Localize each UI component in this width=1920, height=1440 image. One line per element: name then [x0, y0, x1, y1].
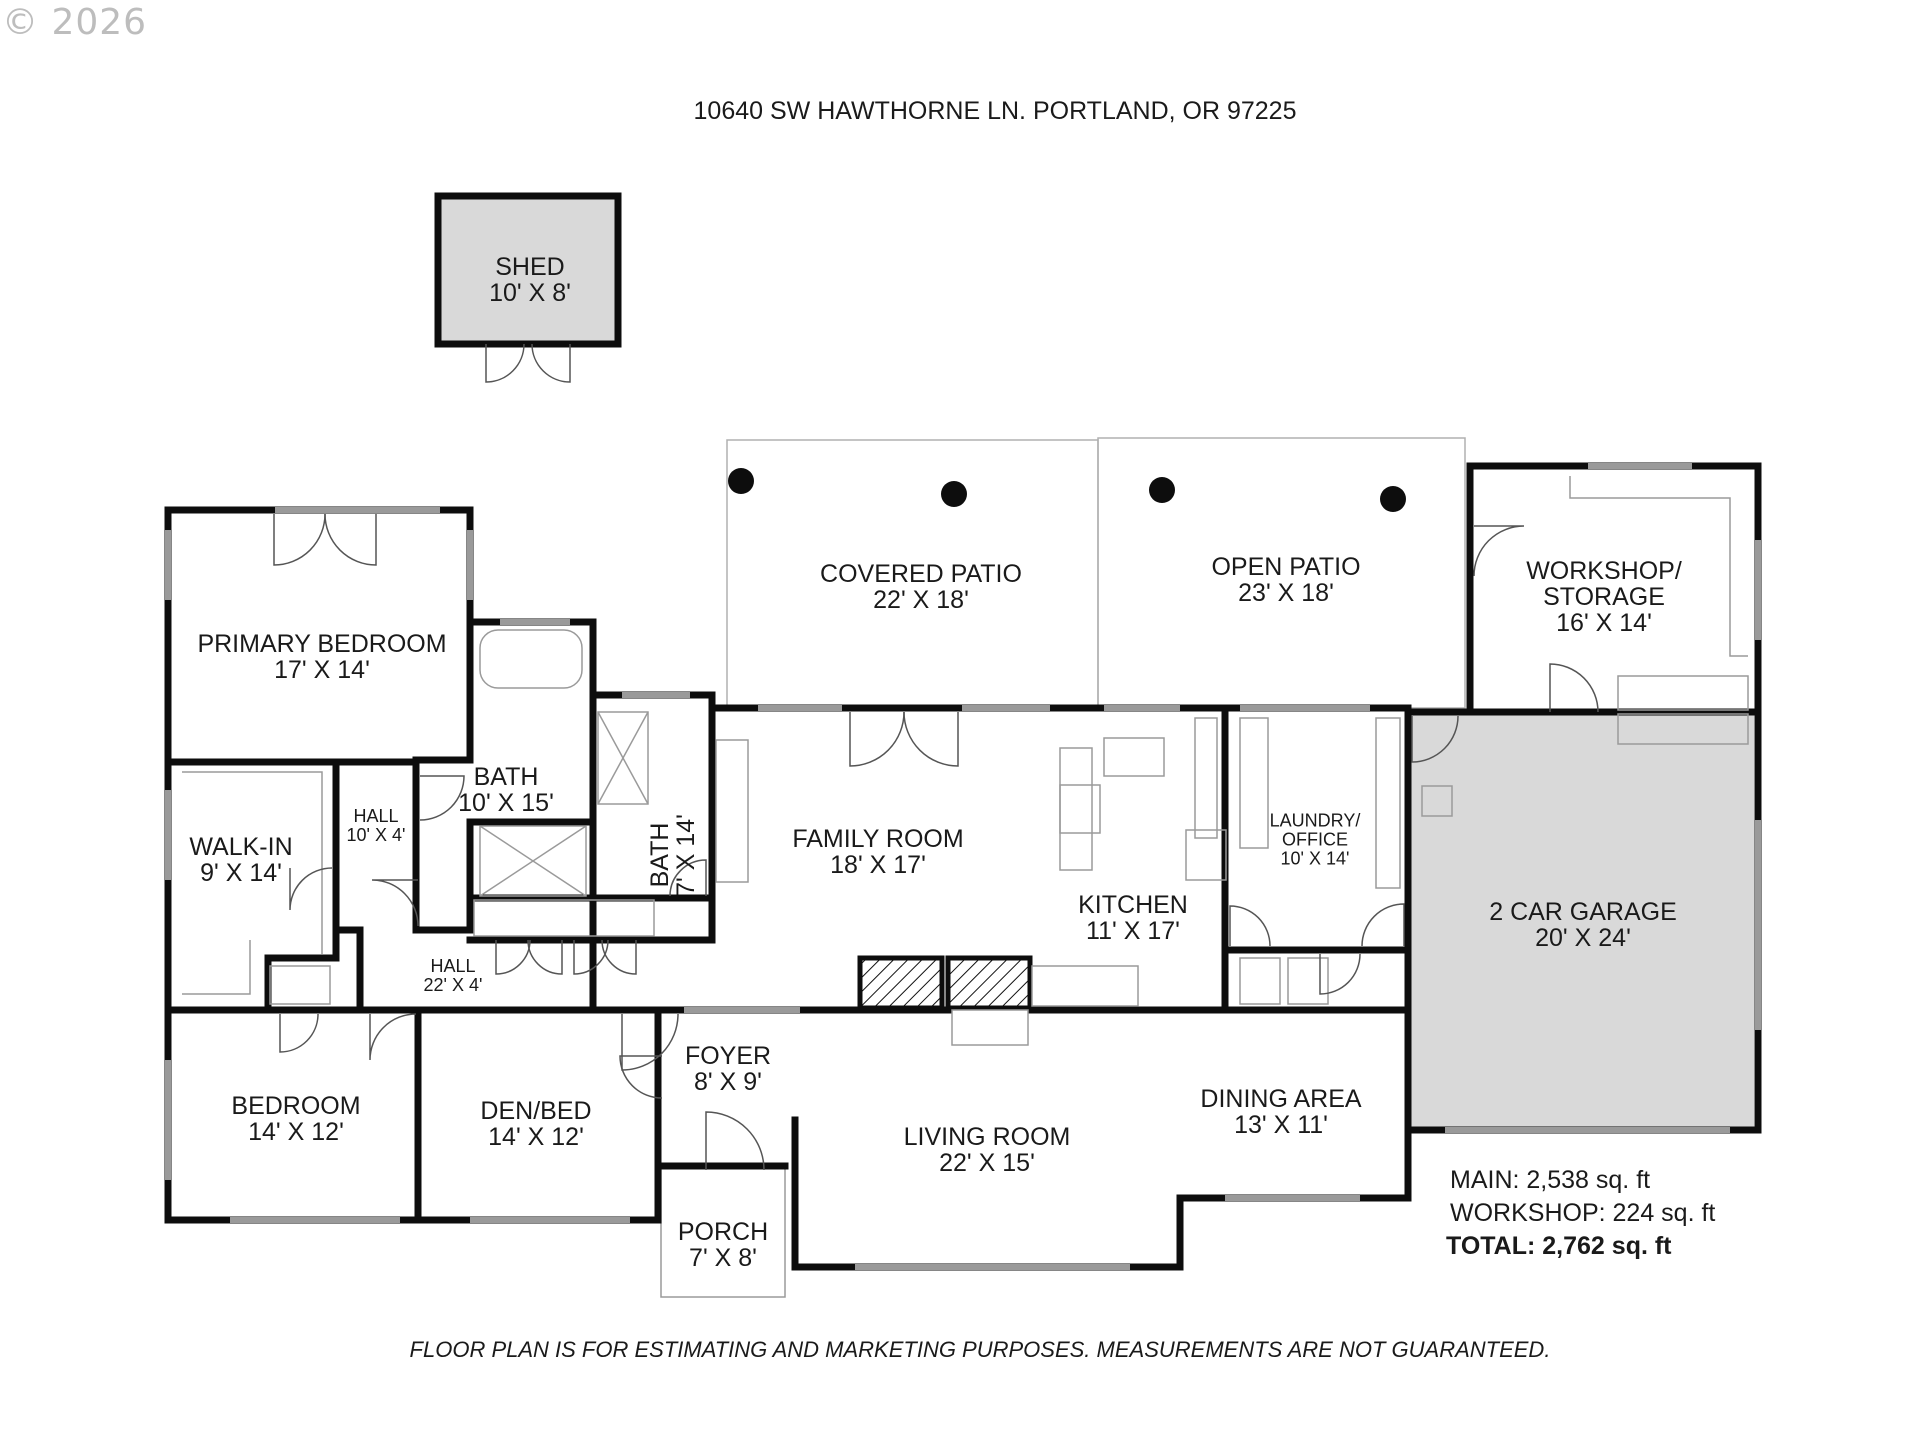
room-name: BATH — [646, 822, 674, 888]
room-dims: 22' X 18' — [873, 586, 969, 614]
label-covered-patio: COVERED PATIO 22' X 18' — [820, 561, 1022, 613]
room-dims: 17' X 14' — [274, 656, 370, 684]
windows — [165, 463, 1761, 1270]
room-name-2: STORAGE — [1543, 583, 1665, 611]
label-garage: 2 CAR GARAGE 20' X 24' — [1489, 899, 1677, 951]
label-family-room: FAMILY ROOM 18' X 17' — [792, 826, 963, 878]
label-porch: PORCH 7' X 8' — [678, 1219, 768, 1271]
room-name-2: OFFICE — [1281, 829, 1348, 850]
room-name: DINING AREA — [1200, 1085, 1362, 1113]
room-name: WORKSHOP/ — [1526, 557, 1682, 585]
workshop-sqft: WORKSHOP: 224 sq. ft — [1450, 1199, 1716, 1227]
room-name: HALL — [353, 806, 399, 826]
fireplace-right — [945, 955, 1033, 1011]
label-bedroom: BEDROOM 14' X 12' — [231, 1093, 360, 1145]
room-name: HALL — [430, 956, 476, 976]
disclaimer-text: FLOOR PLAN IS FOR ESTIMATING AND MARKETI… — [409, 1337, 1551, 1362]
room-name: PRIMARY BEDROOM — [197, 630, 447, 658]
patio-posts — [728, 468, 1406, 512]
room-name: BATH — [473, 763, 539, 791]
label-foyer: FOYER 8' X 9' — [685, 1043, 771, 1095]
square-footage-summary: MAIN: 2,538 sq. ft WORKSHOP: 224 sq. ft … — [1446, 1164, 1716, 1263]
room-name: FOYER — [684, 1042, 772, 1070]
label-living-room: LIVING ROOM 22' X 15' — [904, 1124, 1071, 1176]
total-sqft: TOTAL: 2,762 sq. ft — [1446, 1232, 1672, 1260]
room-dims: 7' X 14' — [672, 814, 700, 896]
room-dims: 23' X 18' — [1238, 579, 1334, 607]
label-shed: SHED 10' X 8' — [489, 254, 571, 306]
property-address: 10640 SW HAWTHORNE LN. PORTLAND, OR 9722… — [693, 97, 1297, 125]
garage-fill — [1408, 712, 1754, 1130]
shed-fill — [439, 197, 617, 343]
fireplace-hearth — [951, 1009, 1029, 1046]
label-kitchen: KITCHEN 11' X 17' — [1078, 892, 1188, 944]
room-name: COVERED PATIO — [820, 560, 1022, 588]
fireplace-left — [857, 955, 945, 1011]
label-dining-area: DINING AREA 13' X 11' — [1200, 1086, 1361, 1138]
copyright-text: © 2026 — [2, 2, 148, 43]
label-bath-main: BATH 10' X 15' — [458, 764, 554, 816]
label-den: DEN/BED 14' X 12' — [480, 1098, 591, 1150]
room-name: LIVING ROOM — [903, 1123, 1071, 1151]
room-dims: 10' X 14' — [1280, 848, 1350, 869]
room-dims: 7' X 8' — [689, 1244, 757, 1272]
room-name: OPEN PATIO — [1211, 553, 1361, 581]
room-dims: 16' X 14' — [1556, 609, 1652, 637]
fixtures — [182, 476, 1749, 1007]
label-bath-small: BATH 7' X 14' — [646, 814, 700, 896]
room-dims: 10' X 8' — [489, 279, 571, 307]
room-dims: 9' X 14' — [200, 859, 282, 887]
room-name: LAUNDRY/ — [1269, 810, 1361, 831]
room-dims: 10' X 15' — [458, 789, 554, 817]
room-dims: 10' X 4' — [346, 825, 406, 845]
main-sqft: MAIN: 2,538 sq. ft — [1450, 1166, 1651, 1194]
label-hall-upper: HALL 10' X 4' — [347, 807, 406, 845]
room-name: WALK-IN — [189, 833, 293, 861]
label-open-patio: OPEN PATIO 23' X 18' — [1211, 554, 1360, 606]
label-workshop: WORKSHOP/ STORAGE 16' X 14' — [1526, 558, 1682, 636]
room-dims: 22' X 15' — [939, 1149, 1035, 1177]
room-dims: 8' X 9' — [694, 1068, 762, 1096]
room-name: 2 CAR GARAGE — [1489, 898, 1677, 926]
doors — [273, 343, 1599, 1171]
room-dims: 18' X 17' — [830, 851, 926, 879]
room-name: PORCH — [677, 1218, 769, 1246]
room-dims: 13' X 11' — [1234, 1111, 1328, 1139]
room-name: SHED — [495, 253, 565, 281]
label-laundry: LAUNDRY/ OFFICE 10' X 14' — [1269, 810, 1361, 869]
label-primary-bedroom: PRIMARY BEDROOM 17' X 14' — [197, 631, 446, 683]
label-walk-in: WALK-IN 9' X 14' — [189, 834, 292, 886]
room-name: BEDROOM — [231, 1092, 361, 1120]
label-hall-lower: HALL 22' X 4' — [424, 957, 483, 995]
room-dims: 22' X 4' — [423, 975, 483, 995]
room-dims: 14' X 12' — [488, 1123, 584, 1151]
room-name: KITCHEN — [1078, 891, 1188, 919]
room-dims: 11' X 17' — [1086, 917, 1180, 945]
room-dims: 14' X 12' — [248, 1118, 344, 1146]
room-name: FAMILY ROOM — [792, 825, 964, 853]
room-name: DEN/BED — [480, 1097, 592, 1125]
room-dims: 20' X 24' — [1535, 924, 1631, 952]
